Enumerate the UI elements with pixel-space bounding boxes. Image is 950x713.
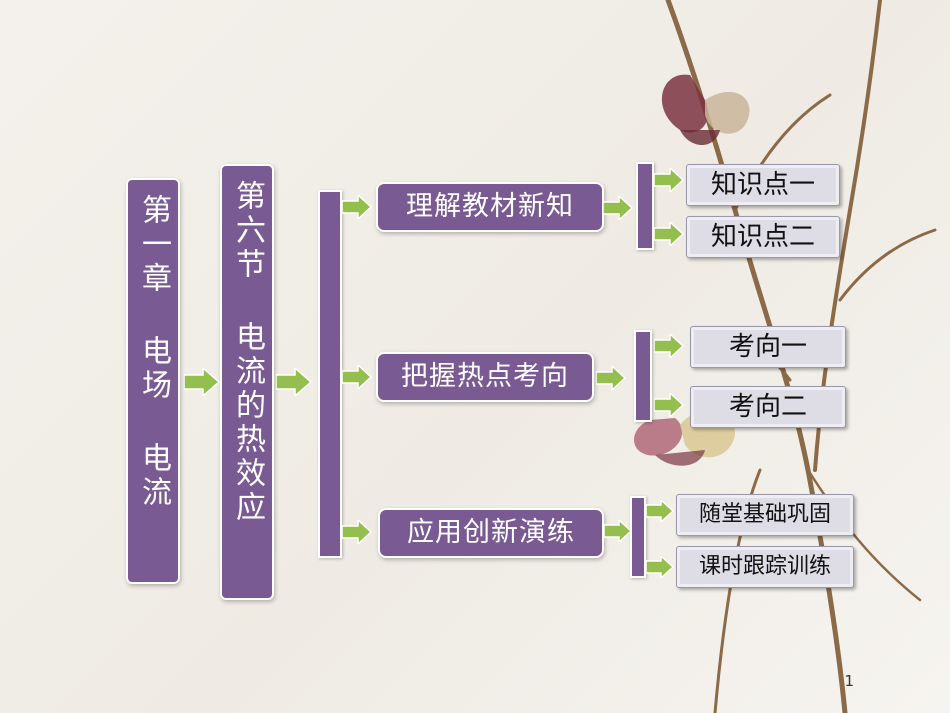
arrow-right-icon <box>654 393 684 417</box>
branch-2-box: 把握热点考向 <box>376 352 594 402</box>
leaf-3-1: 随堂基础巩固 <box>676 494 854 536</box>
leaf-3-1-label: 随堂基础巩固 <box>698 502 831 527</box>
sub-bracket-1 <box>636 162 654 250</box>
leaf-2-2-label: 考向二 <box>728 392 807 422</box>
arrow-right-icon <box>604 520 632 542</box>
arrow-right-icon <box>603 196 633 220</box>
branch-1-label: 理解教材新知 <box>406 191 574 222</box>
arrow-right-icon <box>654 222 684 246</box>
sub-bracket-3 <box>630 496 646 578</box>
arrow-right-icon <box>276 368 312 396</box>
arrow-right-icon <box>654 334 684 358</box>
arrow-right-icon <box>342 520 372 544</box>
arrow-right-icon <box>184 368 220 396</box>
branch-3-label: 应用创新演练 <box>407 517 575 548</box>
leaf-1-1-label: 知识点一 <box>710 170 815 200</box>
leaf-1-1: 知识点一 <box>686 164 840 206</box>
arrow-right-icon <box>646 556 674 578</box>
branch-3-box: 应用创新演练 <box>378 508 604 558</box>
section-title: 第六节 电流的热效应 <box>230 180 265 525</box>
arrow-right-icon <box>342 195 372 219</box>
branch-2-label: 把握热点考向 <box>401 361 569 392</box>
branch-bracket <box>318 190 342 558</box>
leaf-2-1: 考向一 <box>690 326 846 368</box>
leaf-2-2: 考向二 <box>690 386 846 428</box>
branch-1-box: 理解教材新知 <box>376 182 604 232</box>
arrow-right-icon <box>342 365 372 389</box>
arrow-right-icon <box>596 366 626 390</box>
arrow-right-icon <box>654 168 684 192</box>
leaf-1-2: 知识点二 <box>686 216 840 258</box>
chapter-title: 第一章 电场 电流 <box>136 194 171 510</box>
sub-bracket-2 <box>634 330 652 422</box>
leaf-1-2-label: 知识点二 <box>710 222 815 252</box>
page-number: 1 <box>844 672 854 690</box>
arrow-right-icon <box>646 500 674 522</box>
section-box: 第六节 电流的热效应 <box>220 164 274 600</box>
leaf-3-2-label: 课时跟踪训练 <box>698 554 831 579</box>
leaf-2-1-label: 考向一 <box>728 332 807 362</box>
chapter-box: 第一章 电场 电流 <box>126 178 180 584</box>
leaf-3-2: 课时跟踪训练 <box>676 546 854 588</box>
